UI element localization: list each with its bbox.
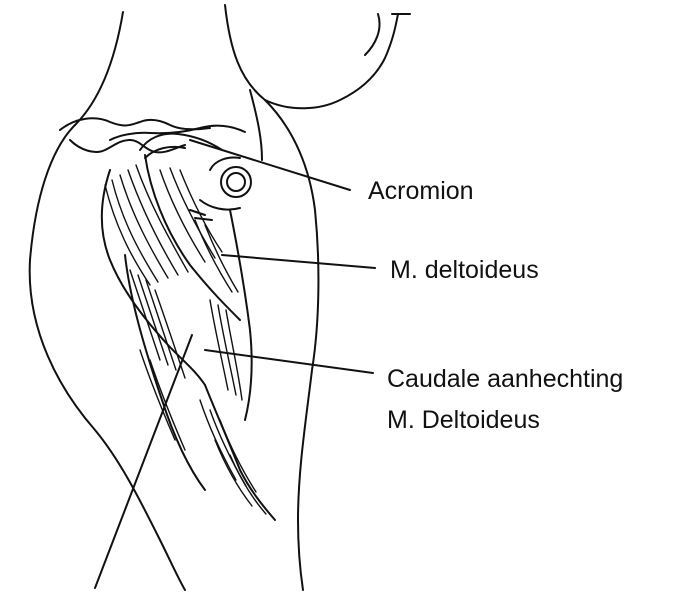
humeral-head [190, 158, 251, 221]
muscle-fiber-hatching [105, 165, 266, 514]
leader-lines [95, 140, 375, 588]
neck-outline [75, 5, 410, 160]
deltoideus-leader [222, 255, 375, 268]
label-m-deltoideus: M. deltoideus [390, 255, 539, 285]
label-caudale-m-deltoideus: M. Deltoideus [387, 405, 540, 435]
label-acromion: Acromion [368, 176, 474, 206]
label-caudale-aanhechting: Caudale aanhechting [387, 364, 623, 394]
injection-leader [95, 335, 192, 588]
